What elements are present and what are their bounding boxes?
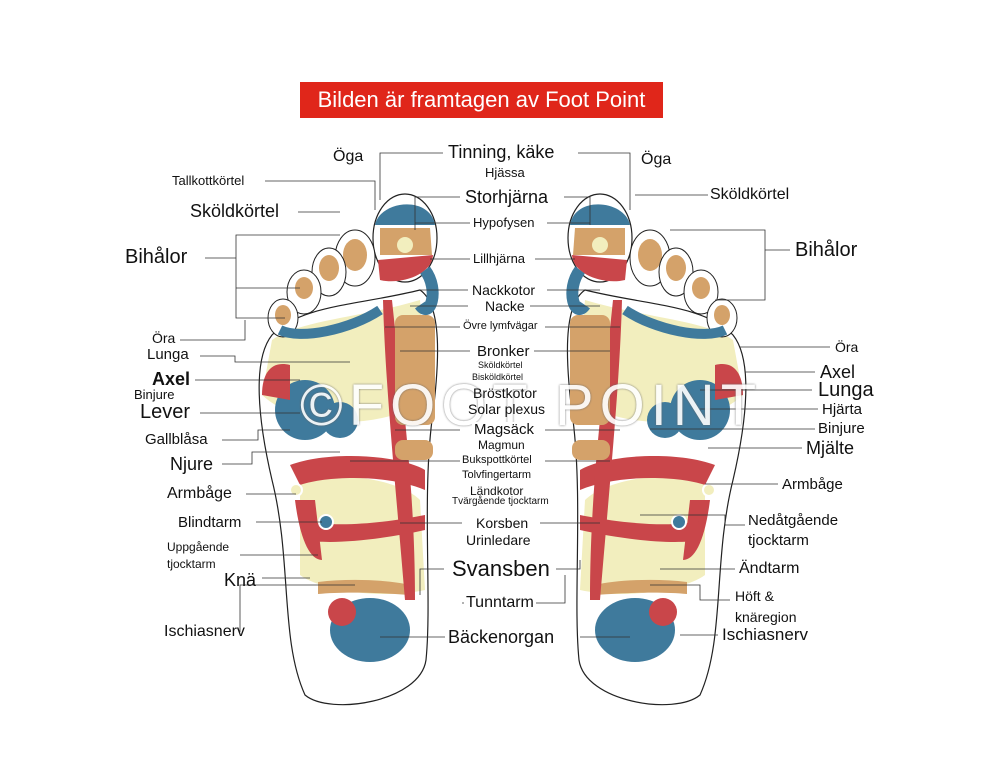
label-lunga-right: Lunga: [818, 379, 874, 401]
label-gallblasa: Gallblåsa: [145, 431, 208, 448]
label-knaregion: knäregion: [735, 609, 797, 625]
label-armbage-left: Armbåge: [167, 485, 232, 502]
label-oga-left: Öga: [333, 148, 364, 165]
label-storhjarna: Storhjärna: [463, 187, 551, 207]
label-hjarta: Hjärta: [822, 401, 863, 418]
label-bronker: Bronker: [475, 343, 532, 360]
leader-lines: [180, 152, 830, 638]
label-hoft: Höft &: [735, 588, 774, 604]
label-biskoldkortel: Bisköldkörtel: [470, 372, 526, 382]
label-andtarm: Ändtarm: [739, 560, 800, 577]
label-hjassa: Hjässa: [483, 165, 527, 180]
label-magsack: Magsäck: [472, 421, 537, 438]
label-bihalor-left: Bihålor: [125, 246, 188, 268]
label-axel-right: Axel: [820, 362, 856, 382]
label-ischiasnerv-right: Ischiasnerv: [722, 625, 808, 644]
label-hypofysen: Hypofysen: [471, 215, 537, 230]
label-binjure-left: Binjure: [134, 387, 175, 402]
label-ovre-lymfvagar: Övre lymfvägar: [461, 320, 540, 332]
label-skoldkortel-left: Sköldkörtel: [190, 201, 280, 221]
label-brostkotor: Bröstkotor: [473, 385, 537, 401]
label-solar-plexus: Solar plexus: [468, 401, 546, 417]
label-binjure-right: Binjure: [818, 420, 865, 437]
label-ischiasnerv-left: Ischiasnerv: [164, 623, 245, 640]
label-skoldkortel-center: Sköldkörtel: [476, 360, 525, 370]
label-kna: Knä: [224, 570, 257, 590]
label-tolvfingertarm: Tolvfingertarm: [460, 469, 534, 481]
label-landkotor: Ländkotor: [468, 484, 526, 498]
label-uppgaende: Uppgående: [167, 540, 230, 554]
label-njure: Njure: [170, 454, 214, 474]
label-lever: Lever: [140, 401, 191, 423]
label-tallkottkortel: Tallkottkörtel: [172, 173, 245, 188]
label-nedatgaende: Nedåtgående: [748, 512, 839, 529]
label-bukspottkortel: Bukspottkörtel: [460, 454, 534, 466]
label-lunga-left: Lunga: [147, 346, 189, 363]
label-nacke: Nacke: [483, 298, 527, 314]
label-tvargaende: Tvärgående tjocktarm: [450, 496, 551, 507]
label-ora-right: Öra: [835, 339, 859, 355]
label-axel-left: Axel: [152, 369, 191, 389]
label-mjalte: Mjälte: [806, 438, 855, 458]
right-foot: [567, 194, 745, 705]
label-tunntarm: Tunntarm: [464, 594, 536, 611]
label-tinning: Tinning, käke: [446, 142, 557, 162]
label-magmun: Magmun: [476, 438, 527, 452]
label-tjocktarm-right: tjocktarm: [748, 532, 809, 549]
label-skoldkortel-right: Sköldkörtel: [710, 186, 790, 203]
label-bihalor-right: Bihålor: [795, 239, 858, 261]
label-korsben: Korsben: [474, 515, 531, 531]
left-foot: [259, 194, 437, 705]
label-urinledare: Urinledare: [464, 532, 533, 548]
credit-banner: Bilden är framtagen av Foot Point: [300, 82, 663, 118]
label-armbage-right: Armbåge: [782, 476, 843, 493]
label-svansben: Svansben: [450, 556, 552, 581]
label-blindtarm: Blindtarm: [178, 514, 242, 531]
label-backenorgan: Bäckenorgan: [446, 627, 557, 647]
label-nackkotor: Nackkotor: [470, 282, 538, 298]
label-tjocktarm-left: tjocktarm: [167, 557, 216, 571]
label-oga-right: Öga: [641, 151, 672, 168]
label-lillhjarna: Lillhjärna: [471, 251, 528, 266]
label-ora-left: Öra: [152, 330, 176, 346]
